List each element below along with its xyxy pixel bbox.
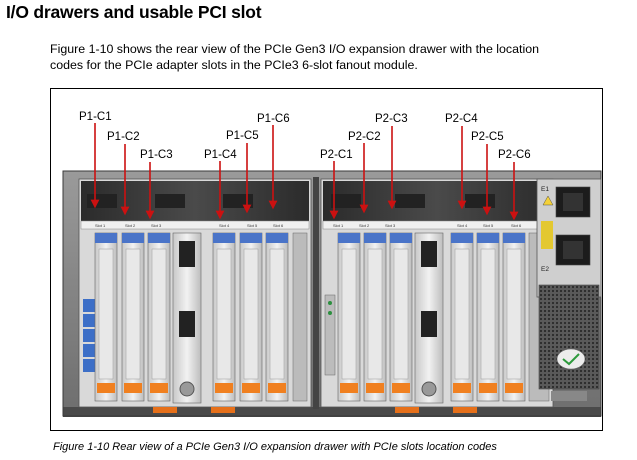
section-heading: I/O drawers and usable PCI slot <box>6 2 262 22</box>
label-p2-c3: P2-C3 <box>375 113 408 125</box>
svg-text:Slot 6: Slot 6 <box>273 223 284 228</box>
label-p1-c5: P1-C5 <box>226 130 259 142</box>
label-p1-c6: P1-C6 <box>257 113 290 125</box>
svg-text:Slot 5: Slot 5 <box>247 223 258 228</box>
intro-paragraph-line-2: codes for the PCIe adapter slots in the … <box>50 58 418 72</box>
intro-paragraph: Figure 1-10 shows the rear view of the P… <box>50 41 630 73</box>
label-p2-c1: P2-C1 <box>320 149 353 161</box>
power-label-e1: E1 <box>541 186 549 193</box>
intro-paragraph-line-1: Figure 1-10 shows the rear view of the P… <box>50 42 539 56</box>
pcie-slot-p1-c5 <box>239 232 263 402</box>
pcie-slot-p2-c1 <box>337 232 361 402</box>
pcie-slot-p2-c6 <box>502 232 526 402</box>
pcie-slot-p1-c6 <box>265 232 289 402</box>
label-p2-c4: P2-C4 <box>445 113 478 125</box>
pcie-slot-p2-c3 <box>389 232 413 402</box>
label-p2-c2: P2-C2 <box>348 131 381 143</box>
pcie-slot-p1-c1 <box>94 232 118 402</box>
fanout-module-1: Slot 1 Slot 2 Slot 3 Slot 4 Slot 5 Slot … <box>78 178 312 408</box>
power-label-e2: E2 <box>541 266 549 273</box>
label-p1-c3: P1-C3 <box>140 149 173 161</box>
label-p1-c2: P1-C2 <box>107 131 140 143</box>
svg-text:Slot 2: Slot 2 <box>359 223 370 228</box>
svg-text:Slot 5: Slot 5 <box>483 223 494 228</box>
pcie-slot-p1-c3 <box>147 232 171 402</box>
svg-text:Slot 1: Slot 1 <box>95 223 106 228</box>
pcie-slot-p2-c5 <box>476 232 500 402</box>
svg-text:Slot 4: Slot 4 <box>457 223 468 228</box>
pcie-slot-p2-c4 <box>450 232 474 402</box>
power-supply-section: E1 E2 <box>536 178 602 401</box>
svg-text:Slot 2: Slot 2 <box>125 223 136 228</box>
drawer-rear-view-illustration: Slot 1 Slot 2 Slot 3 Slot 4 Slot 5 Slot … <box>62 111 602 417</box>
label-p1-c1: P1-C1 <box>79 111 112 123</box>
pcie-slot-p1-c2 <box>121 232 145 402</box>
svg-text:Slot 4: Slot 4 <box>219 223 230 228</box>
label-p2-c6: P2-C6 <box>498 149 531 161</box>
figure-caption: Figure 1-10 Rear view of a PCIe Gen3 I/O… <box>53 441 497 453</box>
label-p1-c4: P1-C4 <box>204 149 237 161</box>
figure-frame: Slot 1 Slot 2 Slot 3 Slot 4 Slot 5 Slot … <box>50 88 603 431</box>
pcie-slot-p1-c4 <box>212 232 236 402</box>
svg-text:Slot 6: Slot 6 <box>511 223 522 228</box>
svg-text:Slot 1: Slot 1 <box>333 223 344 228</box>
fanout-module-2: Slot 1 Slot 2 Slot 3 Slot 4 Slot 5 Slot … <box>320 178 554 408</box>
label-p2-c5: P2-C5 <box>471 131 504 143</box>
pcie-slot-p2-c2 <box>363 232 387 402</box>
svg-text:Slot 3: Slot 3 <box>151 223 162 228</box>
svg-text:Slot 3: Slot 3 <box>385 223 396 228</box>
